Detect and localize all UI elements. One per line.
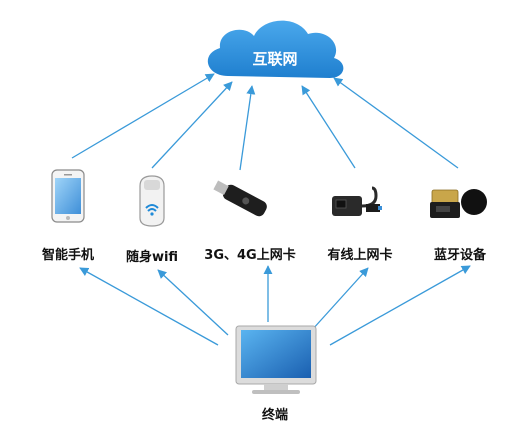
device-label-wired: 有线上网卡 bbox=[327, 248, 393, 263]
device-label-3g4g: 3G、4G上网卡 bbox=[204, 248, 296, 263]
cloud-label: 互联网 bbox=[252, 50, 297, 68]
arrow-3g4g-to-cloud bbox=[239, 85, 256, 171]
arrow-terminal-to-wifi bbox=[157, 269, 229, 336]
smartphone-icon bbox=[51, 169, 85, 223]
device-label-phone: 智能手机 bbox=[41, 248, 95, 263]
device-label-bt: 蓝牙设备 bbox=[433, 248, 487, 263]
portable-wifi-icon bbox=[139, 175, 165, 227]
arrow-terminal-to-wired bbox=[311, 267, 369, 331]
upward-arrows bbox=[71, 73, 459, 171]
arrow-bt-to-cloud bbox=[333, 77, 459, 169]
internet-cloud: 互联网 bbox=[207, 20, 344, 78]
arrow-phone-to-cloud bbox=[71, 73, 215, 159]
arrow-terminal-to-bt bbox=[329, 265, 471, 346]
cloud-icon bbox=[207, 20, 344, 78]
arrow-wifi-to-cloud bbox=[151, 81, 233, 169]
terminal-arrows bbox=[79, 265, 471, 346]
bluetooth-dongle-icon bbox=[430, 189, 487, 218]
usb-modem-icon bbox=[213, 180, 267, 217]
desktop-computer-icon bbox=[235, 325, 317, 394]
arrow-wired-to-cloud bbox=[301, 85, 356, 169]
device-label-wifi: 随身wifi bbox=[125, 250, 179, 265]
arrow-terminal-to-phone bbox=[79, 267, 219, 346]
terminal-label: 终端 bbox=[261, 408, 289, 423]
usb-ethernet-adapter-icon bbox=[332, 186, 382, 216]
